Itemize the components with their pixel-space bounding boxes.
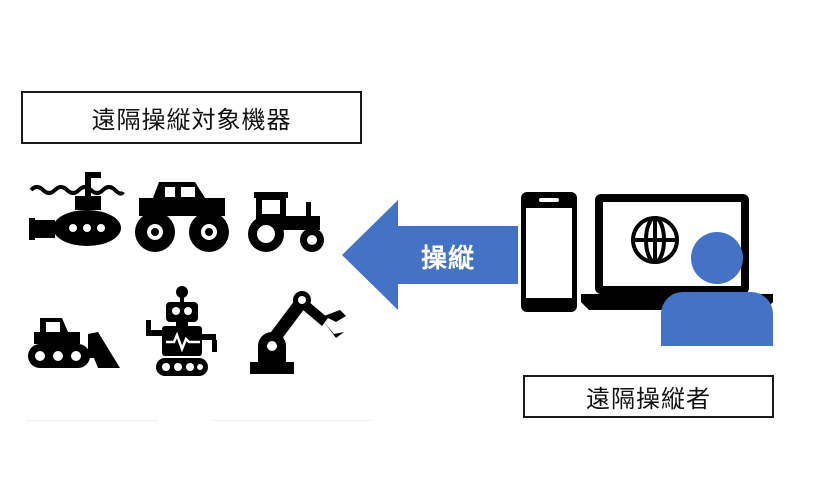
robot-icon [146, 286, 217, 376]
globe-icon [631, 216, 679, 264]
tractor-icon [248, 192, 324, 252]
monster-truck-icon [135, 182, 229, 252]
user-icon [661, 232, 773, 346]
divider-middle [212, 420, 372, 421]
targets-label-box: 遠隔操縦対象機器 [21, 91, 362, 144]
bulldozer-icon [28, 318, 120, 368]
operator-devices [521, 192, 773, 346]
divider-left [26, 420, 158, 421]
targets-label: 遠隔操縦対象機器 [91, 106, 292, 134]
arrow-label: 操縦 [420, 243, 475, 274]
control-arrow [342, 200, 518, 310]
operator-label: 遠隔操縦者 [586, 385, 711, 413]
submarine-icon [29, 172, 125, 246]
smartphone-icon [521, 192, 577, 312]
robotic-arm-icon [250, 291, 346, 374]
operator-label-box: 遠隔操縦者 [523, 375, 774, 418]
